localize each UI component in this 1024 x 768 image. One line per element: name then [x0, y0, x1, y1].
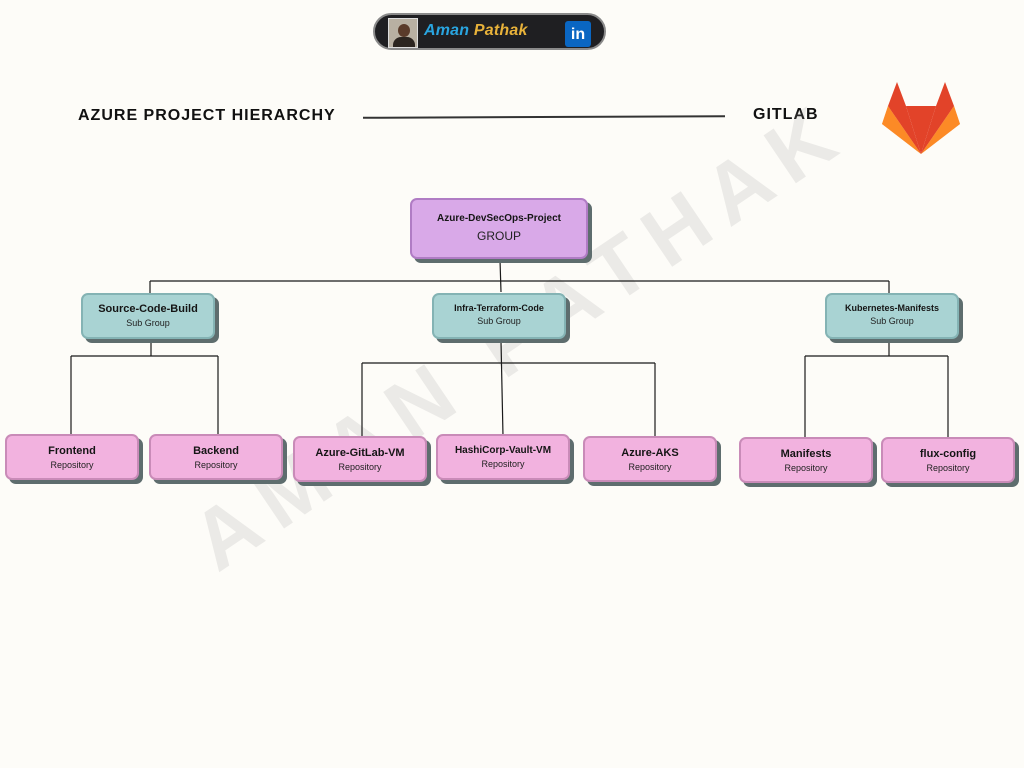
group-name: Azure-DevSecOps-Project: [437, 213, 561, 224]
subgroup-name: Source-Code-Build: [98, 303, 198, 315]
author-first-name: Aman: [424, 22, 470, 39]
repo-name: Azure-GitLab-VM: [315, 447, 405, 459]
group-node[interactable]: Azure-DevSecOps-Project GROUP: [410, 198, 588, 259]
repo-node-hashicorp-vault-vm[interactable]: HashiCorp-Vault-VM Repository: [436, 434, 570, 480]
repo-node-azure-gitlab-vm[interactable]: Azure-GitLab-VM Repository: [293, 436, 427, 482]
group-type: GROUP: [476, 229, 521, 243]
subgroup-type: Sub Group: [477, 316, 521, 326]
subgroup-node-source-code-build[interactable]: Source-Code-Build Sub Group: [81, 293, 215, 339]
repo-node-frontend[interactable]: Frontend Repository: [5, 434, 139, 480]
subgroup-name: Infra-Terraform-Code: [454, 303, 544, 313]
subgroup-node-kubernetes-manifests[interactable]: Kubernetes-Manifests Sub Group: [825, 293, 959, 339]
repo-type: Repository: [926, 463, 970, 473]
subgroup-node-infra-terraform-code[interactable]: Infra-Terraform-Code Sub Group: [432, 293, 566, 339]
avatar: [388, 18, 418, 48]
diagram-title: AZURE PROJECT HIERARCHY: [78, 107, 336, 124]
repo-name: Manifests: [780, 448, 832, 460]
repo-name: flux-config: [919, 448, 977, 460]
repo-node-manifests[interactable]: Manifests Repository: [739, 437, 873, 483]
repo-name: Azure-AKS: [621, 447, 679, 459]
repo-type: Repository: [194, 460, 238, 470]
linkedin-icon[interactable]: in: [565, 21, 591, 47]
subgroup-type: Sub Group: [870, 316, 914, 326]
repo-type: Repository: [50, 460, 94, 470]
platform-label: GITLAB: [753, 106, 819, 123]
subgroup-name: Kubernetes-Manifests: [844, 303, 940, 313]
repo-node-backend[interactable]: Backend Repository: [149, 434, 283, 480]
repo-node-flux-config[interactable]: flux-config Repository: [881, 437, 1015, 483]
gitlab-logo-icon: [882, 82, 960, 154]
subgroup-type: Sub Group: [126, 318, 170, 328]
author-badge: Aman Pathak in: [373, 13, 606, 50]
repo-name: HashiCorp-Vault-VM: [454, 445, 552, 456]
repo-name: Frontend: [48, 445, 96, 457]
author-name: Aman Pathak: [424, 22, 528, 40]
repo-type: Repository: [784, 463, 828, 473]
repo-type: Repository: [338, 462, 382, 472]
author-last-name: Pathak: [473, 22, 528, 39]
repo-name: Backend: [193, 445, 239, 457]
repo-type: Repository: [628, 462, 672, 472]
repo-node-azure-aks[interactable]: Azure-AKS Repository: [583, 436, 717, 482]
repo-type: Repository: [481, 459, 525, 469]
